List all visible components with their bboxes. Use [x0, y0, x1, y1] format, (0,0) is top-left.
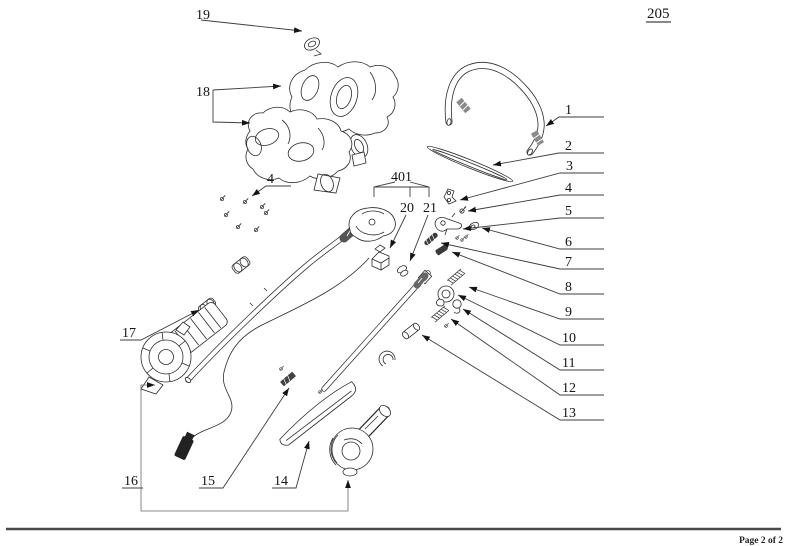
callout-7: 7	[565, 255, 572, 270]
callout-9: 9	[565, 305, 572, 320]
switch-housing	[371, 244, 390, 271]
part-3-bracket	[443, 188, 457, 205]
screw-set-4	[219, 194, 270, 233]
callout-labels: 1 2 3 4 5 6 7 8 9 10 11 12 13 14 15 16 1…	[122, 8, 576, 489]
tiny-screws-trio	[455, 233, 469, 242]
gear-head	[329, 405, 391, 477]
part-2-blade	[426, 145, 514, 183]
callout-13: 13	[562, 406, 576, 421]
part-19-bracket	[304, 37, 322, 57]
callout-19: 19	[196, 8, 210, 23]
callout-4-housing: 4	[267, 172, 274, 187]
part-9-spring	[446, 268, 466, 286]
callout-21: 21	[423, 201, 437, 216]
footer-page-label: Page 2 of 2	[739, 536, 783, 546]
half-ring	[378, 350, 396, 367]
callout-4: 4	[565, 181, 572, 196]
callout-3: 3	[566, 159, 573, 174]
leader-lines	[120, 19, 604, 512]
part-6-cap	[468, 222, 480, 230]
callout-18: 18	[196, 85, 210, 100]
tiny-screw	[318, 388, 323, 394]
callout-2: 2	[565, 139, 572, 154]
trigger-housing-401	[348, 207, 396, 242]
part-1-handle	[444, 61, 545, 156]
part-11-ring	[452, 299, 462, 314]
callout-8: 8	[565, 280, 572, 295]
grommet	[397, 265, 409, 277]
lower-shaft-tube	[321, 269, 433, 392]
part-12-spring	[430, 305, 450, 323]
callout-12: 12	[562, 381, 576, 396]
guard-plate	[279, 381, 356, 446]
throttle-cable	[174, 257, 370, 460]
part-5-lever	[434, 212, 462, 236]
part-13-cylinder	[401, 322, 421, 340]
part-4-screw	[459, 205, 467, 214]
callout-401: 401	[391, 170, 412, 185]
callout-16: 16	[124, 474, 138, 489]
shaft-clamp	[231, 256, 251, 274]
callout-11: 11	[562, 356, 575, 371]
tiny-screw	[444, 322, 449, 328]
callout-5: 5	[565, 204, 572, 219]
part-7-pin	[424, 232, 438, 246]
callout-15: 15	[201, 474, 215, 489]
cutter-blade	[280, 371, 296, 387]
housing-lower-half	[245, 106, 353, 194]
callout-14: 14	[274, 474, 288, 489]
callout-20: 20	[400, 201, 414, 216]
part-8-bullet	[435, 244, 448, 256]
tiny-screw	[279, 365, 284, 371]
doc-number: 205	[647, 6, 670, 22]
callout-17: 17	[122, 326, 136, 341]
part-10-knob	[436, 285, 455, 307]
callout-10: 10	[562, 331, 576, 346]
callout-6: 6	[565, 235, 572, 250]
callout-1: 1	[565, 103, 572, 118]
housing-upper-half	[289, 61, 399, 167]
